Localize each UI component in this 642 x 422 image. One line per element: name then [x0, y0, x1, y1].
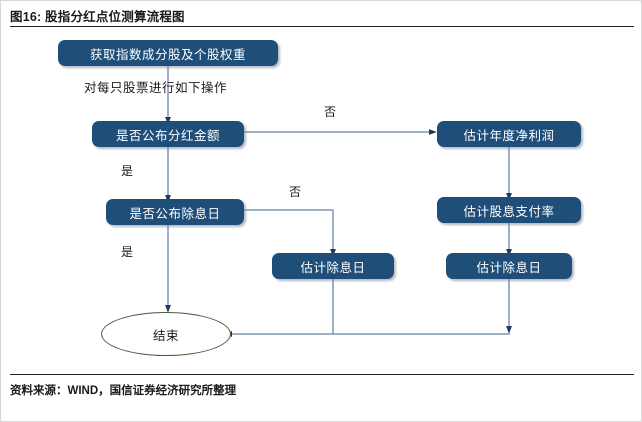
edge-label-no-1: 否	[324, 105, 337, 119]
flowchart-canvas: 获取指数成分股及个股权重 是否公布分红金额 是否公布除息日 估计除息日 估计年度…	[1, 27, 641, 374]
node-estimate-annual-net-profit[interactable]: 估计年度净利润	[437, 121, 581, 147]
node-get-index-constituents[interactable]: 获取指数成分股及个股权重	[58, 40, 278, 66]
node-end-terminal[interactable]: 结束	[101, 312, 231, 356]
node-estimate-dividend-payout-ratio[interactable]: 估计股息支付率	[437, 197, 581, 223]
title-divider	[10, 26, 634, 27]
page-title: 图16: 股指分红点位测算流程图	[10, 10, 185, 24]
source-divider	[10, 374, 634, 375]
annotation-each-stock: 对每只股票进行如下操作	[84, 81, 228, 95]
edge-label-yes-2: 是	[121, 245, 134, 259]
node-estimate-exdate-middle[interactable]: 估计除息日	[272, 253, 394, 279]
edge-label-no-2: 否	[289, 185, 302, 199]
source-note: 资料来源：WIND，国信证券经济研究所整理	[10, 385, 237, 397]
node-exdate-published[interactable]: 是否公布除息日	[106, 199, 244, 225]
node-estimate-exdate-right[interactable]: 估计除息日	[446, 253, 572, 279]
node-dividend-amount-published[interactable]: 是否公布分红金额	[92, 121, 244, 147]
edge-n3-n4	[244, 209, 336, 257]
edge-label-yes-1: 是	[121, 164, 134, 178]
connector-layer	[165, 66, 512, 337]
